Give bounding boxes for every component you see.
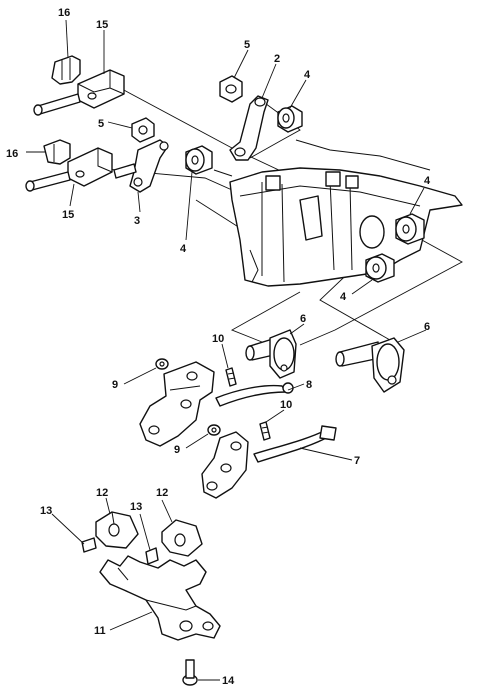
callout-6a: 6	[300, 313, 306, 325]
callout-5b: 5	[98, 118, 104, 130]
engine-block	[213, 139, 463, 287]
shaft-6a	[245, 329, 297, 379]
lever-2	[229, 95, 269, 161]
lever-3	[113, 139, 169, 193]
callout-12b: 12	[156, 487, 168, 499]
callout-5a: 5	[244, 39, 250, 51]
callout-13a: 13	[40, 505, 52, 517]
callout-10a: 10	[212, 333, 224, 345]
callout-4a: 4	[304, 69, 311, 81]
callout-15a: 15	[96, 19, 108, 31]
callout-13b: 13	[130, 501, 142, 513]
bolt-13b	[145, 547, 159, 565]
rod-end-15b	[25, 147, 113, 192]
linkage-plate-right	[201, 431, 249, 499]
callout-4c: 4	[424, 175, 431, 187]
bushing-4c	[395, 213, 425, 245]
callout-9b: 9	[174, 444, 180, 456]
callout-14: 14	[222, 675, 235, 687]
bracket-block-12a	[95, 511, 139, 549]
nut-9a	[155, 358, 169, 370]
nut-5a	[219, 75, 243, 103]
callout-4d: 4	[340, 291, 347, 303]
rod-end-15a	[33, 69, 125, 116]
bushing-4b	[185, 145, 213, 175]
bolt-13a	[81, 537, 97, 553]
linkage-plate-left	[139, 361, 215, 447]
callout-12a: 12	[96, 487, 108, 499]
leader-lines	[26, 19, 427, 681]
bushing-4a	[277, 105, 303, 133]
callout-2: 2	[274, 53, 280, 65]
nut-5b	[131, 117, 155, 143]
callout-4b: 4	[180, 243, 187, 255]
shaft-6b	[335, 337, 405, 393]
callout-9a: 9	[112, 379, 118, 391]
callout-10b: 10	[280, 399, 292, 411]
clip-16a	[51, 55, 81, 85]
nut-9b	[207, 424, 221, 436]
callout-8: 8	[306, 379, 312, 391]
rod-7	[253, 425, 337, 463]
callout-3: 3	[134, 215, 140, 227]
callout-6b: 6	[424, 321, 430, 333]
pin-10b	[259, 421, 271, 441]
rod-8	[215, 382, 294, 407]
bracket-11	[99, 555, 221, 641]
callout-11: 11	[94, 625, 106, 637]
clip-16b	[43, 139, 71, 165]
bushing-4d	[365, 253, 395, 283]
callout-labels: 16 15 5 2 4 5 16 15 3 4 4 4 6 6 10 9 8 1…	[6, 7, 431, 687]
pin-10a	[225, 367, 237, 387]
bracket-block-12b	[161, 519, 203, 557]
callout-16a: 16	[58, 7, 70, 19]
bolt-14	[182, 659, 198, 686]
callout-15b: 15	[62, 209, 74, 221]
callout-16b: 16	[6, 148, 18, 160]
callout-7: 7	[354, 455, 360, 467]
